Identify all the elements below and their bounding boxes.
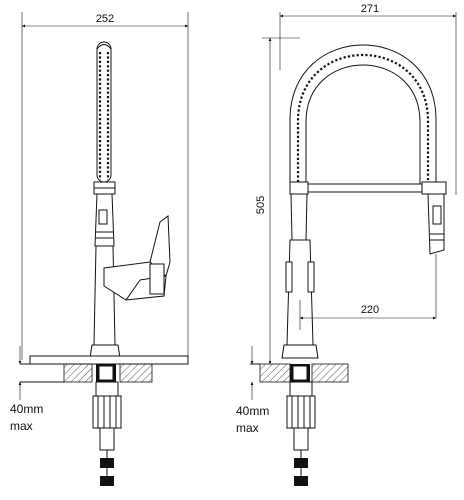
- side-reach-label: 220: [361, 304, 379, 316]
- side-reach-dimension: 220: [299, 304, 437, 320]
- front-width-dimension: 252: [21, 12, 189, 360]
- front-base-plate: [29, 355, 189, 365]
- side-body: [281, 193, 319, 359]
- front-mounting-hardware: [92, 381, 122, 486]
- front-body: [89, 245, 121, 359]
- side-thickness-label-line2: max: [236, 421, 259, 435]
- side-spout-arm: [289, 181, 447, 195]
- side-arched-hose: [289, 44, 437, 184]
- front-spray-head: [94, 193, 115, 247]
- front-thickness-label-line2: max: [10, 419, 33, 433]
- side-height-dimension: 505: [255, 37, 300, 365]
- side-thickness-dimension: 40mm max: [236, 346, 269, 435]
- side-mounting-hardware: [286, 381, 316, 486]
- side-spray-head: [427, 193, 445, 318]
- front-thickness-label-line1: 40mm: [10, 402, 43, 416]
- front-spout-coil: [96, 41, 112, 183]
- side-view: 271 505: [236, 3, 457, 486]
- side-countertop: [250, 363, 349, 383]
- front-view: 252: [10, 12, 189, 486]
- front-lever-handle: [103, 215, 171, 301]
- side-width-dimension: 271: [279, 3, 457, 195]
- side-width-label: 271: [361, 3, 379, 15]
- front-width-label: 252: [96, 13, 114, 25]
- front-thickness-dimension: 40mm max: [10, 346, 43, 433]
- side-thickness-label-line1: 40mm: [236, 404, 269, 418]
- front-countertop: [20, 363, 153, 383]
- side-height-label: 505: [255, 196, 267, 214]
